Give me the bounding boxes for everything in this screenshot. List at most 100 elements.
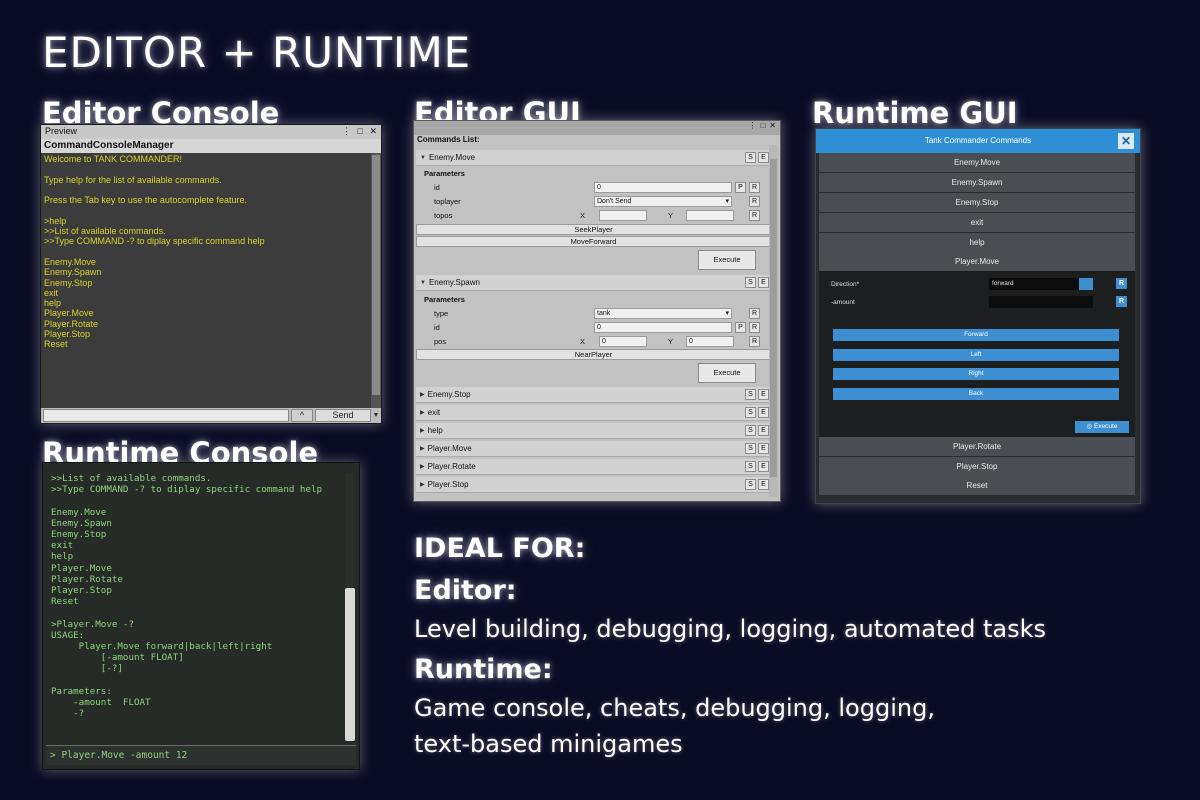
editor-use-text: Level building, debugging, logging, auto… — [414, 615, 1047, 643]
log-line: Enemy.Move — [44, 256, 96, 267]
reset-direction-button[interactable]: R — [1116, 278, 1127, 289]
toplayer-select[interactable]: Don't Send — [594, 196, 732, 207]
log-line: exit — [51, 540, 74, 552]
e-button[interactable]: E — [758, 152, 769, 163]
command-foldout-enemy-move[interactable]: ▼ Enemy.Move S E — [416, 150, 771, 166]
r-button[interactable]: R — [749, 308, 760, 319]
p-button[interactable]: P — [735, 182, 746, 193]
log-line: [-?] — [51, 663, 123, 675]
type-select[interactable]: tank — [594, 308, 732, 319]
maximize-icon[interactable]: □ — [357, 126, 363, 136]
e-button[interactable]: E — [758, 277, 769, 288]
s-button[interactable]: S — [745, 443, 756, 454]
command-button[interactable]: exit — [819, 213, 1135, 232]
send-button[interactable]: Send — [315, 409, 371, 422]
r-button[interactable]: R — [749, 336, 760, 347]
e-button[interactable]: E — [758, 389, 769, 400]
log-line: Player.Rotate — [51, 573, 123, 585]
log-line: >Player.Move -? — [51, 618, 134, 630]
p-button[interactable]: P — [735, 322, 746, 333]
s-button[interactable]: S — [745, 461, 756, 472]
param-label: topos — [434, 211, 453, 220]
command-button[interactable]: Player.Rotate — [819, 437, 1135, 456]
scrollbar-thumb[interactable] — [770, 159, 777, 477]
runtime-gui-heading: Runtime GUI — [812, 96, 1018, 130]
scrollbar-thumb[interactable] — [372, 155, 380, 395]
console-scrollbar[interactable] — [371, 153, 381, 408]
log-line: Reset — [44, 339, 68, 350]
topos-x-field[interactable] — [599, 210, 647, 221]
pos-y-field[interactable]: 0 — [686, 336, 734, 347]
log-line: >>List of available commands. — [44, 226, 166, 237]
preview-tab[interactable]: Preview — [45, 126, 78, 136]
s-button[interactable]: S — [745, 425, 756, 436]
close-icon[interactable]: ✕ — [369, 126, 377, 136]
e-button[interactable]: E — [758, 407, 769, 418]
e-button[interactable]: E — [758, 479, 769, 490]
r-button[interactable]: R — [749, 210, 760, 221]
menu-icon[interactable]: ⋮ — [748, 121, 757, 130]
back-button[interactable]: Back — [833, 388, 1119, 400]
r-button[interactable]: R — [749, 322, 760, 333]
topos-y-field[interactable] — [686, 210, 734, 221]
command-button[interactable]: help — [819, 233, 1135, 252]
log-line: help — [44, 298, 62, 309]
s-button[interactable]: S — [745, 277, 756, 288]
direction-input[interactable]: forward — [989, 278, 1079, 290]
s-button[interactable]: S — [745, 389, 756, 400]
direction-dropdown[interactable] — [1079, 278, 1093, 290]
maximize-icon[interactable]: □ — [760, 121, 766, 130]
menu-icon[interactable]: ⋮ — [341, 126, 351, 136]
log-line: Type help for the list of available comm… — [44, 174, 222, 185]
execute-button[interactable]: Execute — [698, 250, 756, 270]
runtime-console-scrollbar[interactable] — [345, 473, 355, 741]
runtime-console-input[interactable]: > Player.Move -amount 12 — [46, 745, 356, 765]
e-button[interactable]: E — [758, 443, 769, 454]
close-icon[interactable]: ✕ — [1118, 133, 1134, 149]
amount-input[interactable] — [989, 296, 1093, 308]
command-button[interactable]: Reset — [819, 476, 1135, 495]
near-player-button[interactable]: NearPlayer — [416, 349, 771, 360]
command-button[interactable]: Player.Stop — [819, 457, 1135, 476]
s-button[interactable]: S — [745, 152, 756, 163]
left-button[interactable]: Left — [833, 349, 1119, 361]
right-button[interactable]: Right — [833, 368, 1119, 380]
scrollbar-thumb[interactable] — [345, 588, 355, 741]
command-button[interactable]: Enemy.Stop — [819, 193, 1135, 212]
history-button[interactable]: ^ — [291, 409, 313, 422]
command-name: Player.Rotate — [427, 462, 476, 471]
reset-amount-button[interactable]: R — [1116, 296, 1127, 307]
pos-x-field[interactable]: 0 — [599, 336, 647, 347]
command-button[interactable]: Enemy.Move — [819, 153, 1135, 172]
forward-button[interactable]: Forward — [833, 329, 1119, 341]
e-button[interactable]: E — [758, 425, 769, 436]
id-field[interactable]: 0 — [594, 322, 732, 333]
command-name: Enemy.Stop — [427, 390, 471, 399]
command-foldout-enemy-spawn[interactable]: ▼ Enemy.Spawn S E — [416, 275, 771, 291]
s-button[interactable]: S — [745, 479, 756, 490]
command-input[interactable] — [43, 409, 289, 422]
scroll-down-icon[interactable]: ▼ — [372, 412, 380, 419]
ideal-for-heading: IDEAL FOR: — [414, 533, 586, 564]
command-name: Enemy.Spawn — [428, 278, 480, 287]
command-button[interactable]: Enemy.Spawn — [819, 173, 1135, 192]
editor-gui-scrollbar[interactable] — [769, 145, 778, 497]
id-field[interactable]: 0 — [594, 182, 732, 193]
r-button[interactable]: R — [749, 196, 760, 207]
s-button[interactable]: S — [745, 407, 756, 418]
command-button[interactable]: Player.Move — [819, 252, 1135, 271]
r-button[interactable]: R — [749, 182, 760, 193]
move-forward-button[interactable]: MoveForward — [416, 236, 771, 247]
execute-button[interactable]: ◎ Execute — [1075, 421, 1129, 433]
execute-button[interactable]: Execute — [698, 363, 756, 383]
seek-player-button[interactable]: SeekPlayer — [416, 224, 771, 235]
log-line: Player.Stop — [51, 585, 112, 597]
e-button[interactable]: E — [758, 461, 769, 472]
close-icon[interactable]: ✕ — [769, 121, 776, 130]
